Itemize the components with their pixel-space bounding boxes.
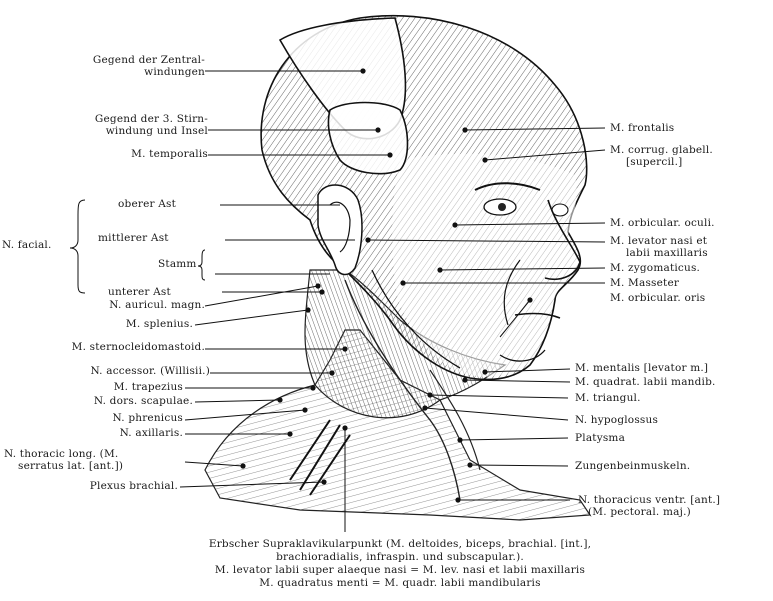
caption-line4: M. quadratus menti = M. quadr. labii man… xyxy=(100,577,700,590)
label-sternocleido: M. sternocleidomastoid. xyxy=(72,341,205,353)
label-thoracic-long: N. thoracic long. (M. serratus lat. [ant… xyxy=(4,448,123,472)
label-temporalis: M. temporalis xyxy=(131,148,208,160)
label-corrug-line2: [supercil.] xyxy=(610,156,713,168)
label-triangul: M. triangul. xyxy=(575,392,641,404)
label-stirnwindung: Gegend der 3. Stirn- windung und Insel xyxy=(95,113,208,137)
label-levator-line2: labii maxillaris xyxy=(610,247,708,259)
label-orbicular-oris: M. orbicular. oris xyxy=(610,292,705,304)
label-accessor: N. accessor. (Willisii.) xyxy=(90,365,210,377)
label-mentalis: M. mentalis [levator m.] xyxy=(575,362,708,374)
label-axillaris: N. axillaris. xyxy=(120,427,183,439)
label-corrug-line1: M. corrug. glabell. xyxy=(610,144,713,156)
label-zentral-line2: windungen xyxy=(93,66,205,78)
label-oberer-ast: oberer Ast xyxy=(118,198,176,210)
label-thoracic-long-line1: N. thoracic long. (M. xyxy=(4,448,123,460)
label-thoracicus-ventr: N. thoracicus ventr. [ant.] (M. pectoral… xyxy=(578,494,720,518)
label-frontalis: M. frontalis xyxy=(610,122,674,134)
label-stamm: Stamm xyxy=(158,258,197,270)
label-phrenicus: N. phrenicus xyxy=(113,412,183,424)
caption: Erbscher Supraklavikularpunkt (M. deltoi… xyxy=(100,538,700,590)
caption-line2: brachioradialis, infraspin. und subscapu… xyxy=(100,551,700,564)
label-zentral: Gegend der Zentral- windungen xyxy=(93,54,205,78)
ear xyxy=(318,185,362,275)
caption-line3: M. levator labii super alaeque nasi = M.… xyxy=(100,564,700,577)
label-platysma: Platysma xyxy=(575,432,625,444)
label-thoracicus-ventr-line1: N. thoracicus ventr. [ant.] xyxy=(578,494,720,506)
label-auricul: N. auricul. magn. xyxy=(109,299,205,311)
label-masseter: M. Masseter xyxy=(610,277,679,289)
label-n-facial: N. facial. xyxy=(2,239,52,251)
label-zungenbein: Zungenbeinmuskeln. xyxy=(575,460,690,472)
label-corrug: M. corrug. glabell. [supercil.] xyxy=(610,144,713,168)
caption-line1: Erbscher Supraklavikularpunkt (M. deltoi… xyxy=(100,538,700,551)
label-dors-scap: N. dors. scapulae. xyxy=(94,395,193,407)
label-trapezius: M. trapezius xyxy=(114,381,183,393)
label-unterer-ast: unterer Ast xyxy=(108,286,171,298)
label-orbicular-oculi: M. orbicular. oculi. xyxy=(610,217,715,229)
label-mittlerer-ast: mittlerer Ast xyxy=(98,232,169,244)
label-thoracicus-ventr-line2: (M. pectoral. maj.) xyxy=(578,506,720,518)
label-zygomaticus: M. zygomaticus. xyxy=(610,262,700,274)
label-levator-line1: M. levator nasi et xyxy=(610,235,708,247)
label-hypoglossus: N. hypoglossus xyxy=(575,414,658,426)
label-stirnwindung-line1: Gegend der 3. Stirn- xyxy=(95,113,208,125)
pupil xyxy=(498,203,506,211)
label-thoracic-long-line2: serratus lat. [ant.]) xyxy=(4,460,123,472)
label-splenius: M. splenius. xyxy=(126,318,193,330)
label-zentral-line1: Gegend der Zentral- xyxy=(93,54,205,66)
label-plexus: Plexus brachial. xyxy=(90,480,178,492)
label-stirnwindung-line2: windung und Insel xyxy=(95,125,208,137)
label-quadrat: M. quadrat. labii mandib. xyxy=(575,376,716,388)
label-levator: M. levator nasi et labii maxillaris xyxy=(610,235,708,259)
